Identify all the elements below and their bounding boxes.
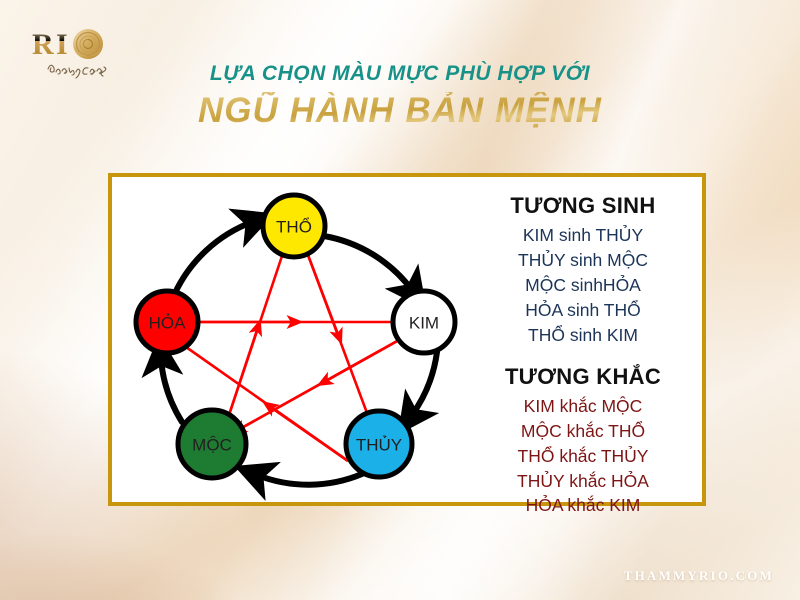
list-item: THỦY khắc HỎA <box>517 470 649 491</box>
list-item: THỔ sinh KIM <box>528 324 638 345</box>
page-subtitle: LỰA CHỌN MÀU MỰC PHÙ HỢP VỚI <box>209 62 591 85</box>
element-node-thuy[interactable]: THỦY <box>343 408 415 480</box>
logo-letter-r: R <box>32 28 54 61</box>
list-item: KIM khắc MỘC <box>523 396 643 416</box>
brand-logo[interactable]: R I <box>26 22 146 84</box>
tuong-khac-group: TƯƠNG KHẮC KIM khắc MỘC MỘC khắc THỔ THỔ… <box>464 364 702 519</box>
list-item: THỦY sinh MỘC <box>518 250 648 271</box>
tuong-sinh-heading: TƯƠNG SINH <box>510 193 656 218</box>
list-item: MỘC sinhHỎA <box>525 275 641 296</box>
arrowhead-moc-tho <box>227 318 263 416</box>
content-panel: THỔ KIM THỦY MỘC HỎA TƯƠNG SINH <box>108 173 706 515</box>
page-title: NGŨ HÀNH BẢN MỆNH <box>0 92 800 131</box>
list-item: HỎA sinh THỔ <box>525 299 641 320</box>
list-item: KIM sinh THỦY <box>522 225 644 246</box>
arrowhead-kim-moc-2 <box>316 338 400 387</box>
tuong-sinh-items: KIM sinh THỦY THỦY sinh MỘC MỘC sinhHỎA … <box>464 223 702 347</box>
tuong-sinh-group: TƯƠNG SINH KIM sinh THỦY THỦY sinh MỘC M… <box>464 193 702 348</box>
logo-letter-i: I <box>56 28 68 61</box>
logo-tagline <box>47 64 107 79</box>
arrow-hoa-to-tho <box>172 208 275 296</box>
arrow-thuy-to-moc <box>234 461 365 501</box>
element-label-kim: KIM <box>409 314 439 333</box>
arrow-moc-to-hoa <box>141 334 185 425</box>
element-label-moc: MỘC <box>192 436 232 455</box>
arrowhead-thuy-hoa <box>262 401 349 463</box>
logo-artwork: R I <box>32 28 107 79</box>
relations-lists: TƯƠNG SINH KIM sinh THỦY THỦY sinh MỘC M… <box>464 193 702 518</box>
element-label-thuy: THỦY <box>356 436 402 455</box>
tuong-khac-items: KIM khắc MỘC MỘC khắc THỔ THỔ khắc THỦY … <box>464 394 702 518</box>
arrow-tho-to-kim <box>321 233 427 310</box>
list-item: HỎA khắc KIM <box>525 495 641 516</box>
arrowhead-tho-thuy <box>306 254 343 345</box>
list-item: MỘC khắc THỔ <box>520 420 646 441</box>
website-footer: THAMMYRIO.COM <box>623 568 774 583</box>
list-item: THỔ khắc THỦY <box>517 445 649 466</box>
five-elements-diagram: THỔ KIM THỦY MỘC HỎA <box>112 177 462 502</box>
element-node-tho[interactable]: THỔ <box>260 192 328 260</box>
element-node-moc[interactable]: MỘC <box>175 407 249 481</box>
element-node-hoa[interactable]: HỎA <box>133 288 201 356</box>
arrow-kim-to-thuy <box>397 349 440 435</box>
element-label-hoa: HỎA <box>149 314 187 333</box>
tuong-khac-heading: TƯƠNG KHẮC <box>504 363 662 389</box>
generating-cycle-arrows <box>141 208 440 501</box>
title-block: LỰA CHỌN MÀU MỰC PHÙ HỢP VỚI NGŨ HÀNH BẢ… <box>0 62 800 131</box>
diagram-svg: THỔ KIM THỦY MỘC HỎA <box>133 192 458 501</box>
element-label-tho: THỔ <box>276 218 312 237</box>
rose-icon <box>73 29 103 59</box>
overcoming-cycle-arrows <box>185 254 400 463</box>
element-node-kim[interactable]: KIM <box>390 288 458 356</box>
